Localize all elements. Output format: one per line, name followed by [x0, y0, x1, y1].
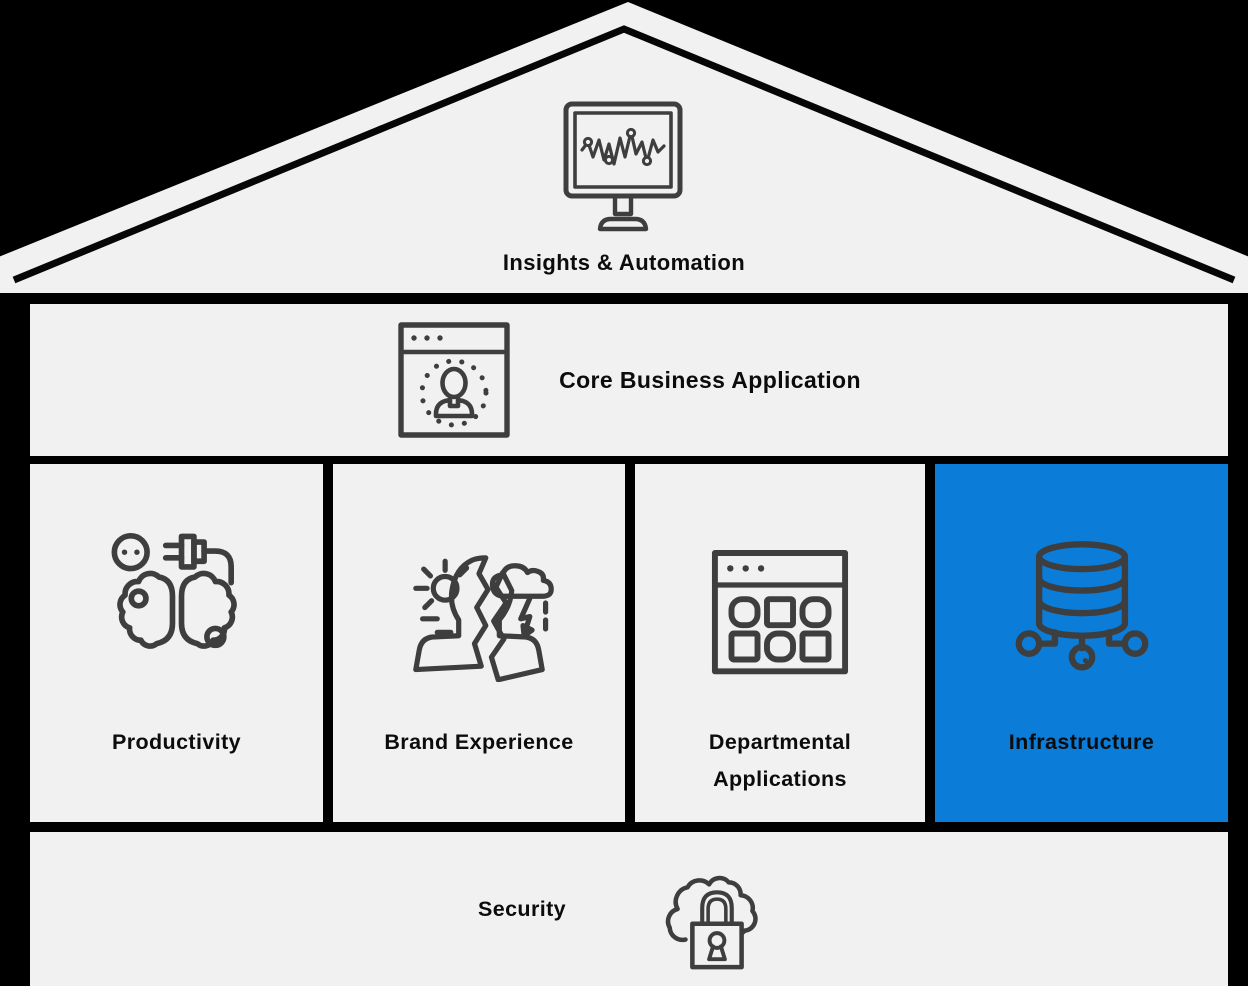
- icon-wrap: [709, 464, 851, 682]
- database-network-icon: [1015, 541, 1148, 671]
- departmental-applications-label: Departmental Applications: [708, 730, 852, 791]
- core-business-band: Core Business Application: [30, 304, 1228, 456]
- head-weather-icon: [413, 555, 554, 682]
- column-brand-experience: Brand Experience: [333, 464, 625, 822]
- productivity-label: Productivity: [111, 730, 242, 754]
- icon-wrap: [1003, 464, 1161, 682]
- brand-experience-label: Brand Experience: [384, 730, 574, 754]
- app-grid-window-icon: [711, 550, 849, 675]
- column-infrastructure: Infrastructure: [935, 464, 1228, 822]
- column-productivity: Productivity: [30, 464, 323, 822]
- column-departmental-applications: Departmental Applications: [635, 464, 925, 822]
- icon-wrap: [400, 464, 558, 682]
- cloud-lock-icon: [665, 875, 758, 970]
- roof-label: Insights & Automation: [502, 250, 746, 275]
- infrastructure-label: Infrastructure: [1008, 730, 1155, 754]
- brain-plug-icon: [111, 533, 237, 649]
- icon-wrap: [98, 464, 256, 682]
- core-business-label: Core Business Application: [559, 366, 861, 393]
- monitor-chart-icon: [563, 101, 683, 232]
- security-band: Security: [30, 832, 1228, 986]
- security-label: Security: [477, 896, 567, 921]
- user-app-window-icon: [398, 322, 510, 438]
